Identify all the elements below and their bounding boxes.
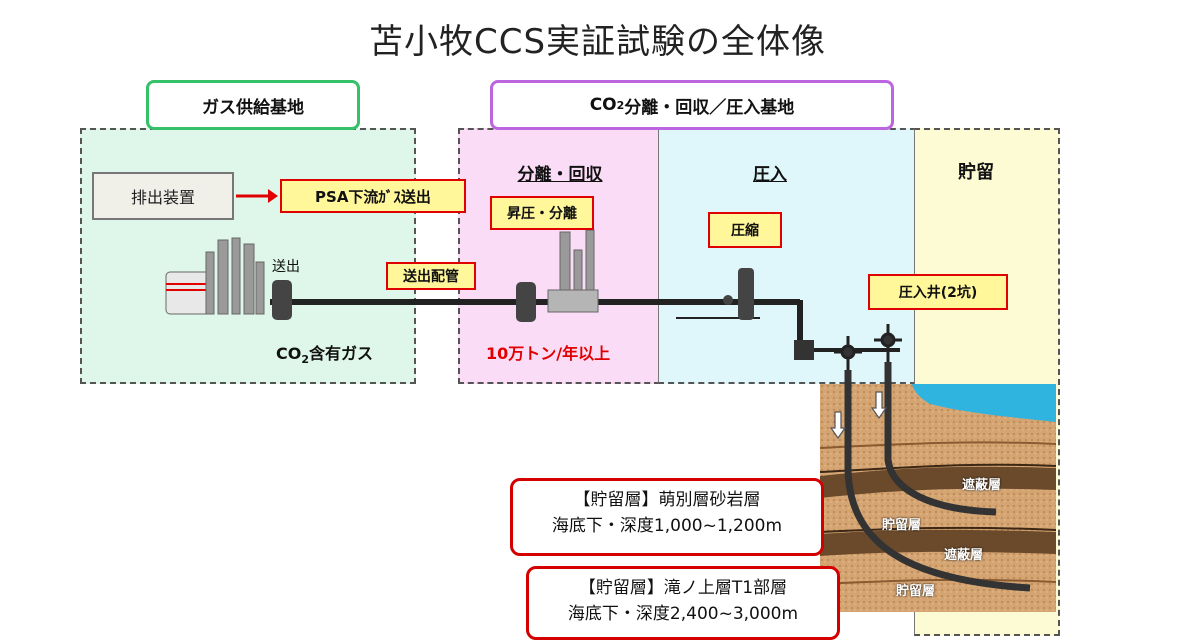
injection-wells-tag: 圧入井(2坑) — [868, 274, 1008, 310]
reservoir-1-name: 【貯留層】萌別層砂岩層 — [573, 490, 761, 510]
separation-zone — [458, 128, 660, 384]
reservoir-callout-2: 【貯留層】滝ノ上層T1部層 海底下・深度2,400~3,000m — [526, 566, 840, 640]
reservoir-2-depth: 海底下・深度2,400~3,000m — [567, 604, 799, 624]
pipeline-tag: 送出配管 — [386, 262, 476, 290]
storage-title: 貯留 — [958, 162, 994, 183]
reservoir-2-name: 【貯留層】滝ノ上層T1部層 — [578, 578, 788, 598]
psa-tag: PSA下流ｶﾞｽ送出 — [280, 179, 466, 213]
injection-title: 圧入 — [753, 165, 787, 185]
seal-layer-2-label: 遮蔽層 — [944, 548, 984, 563]
co2-gas-label: CO2含有ガス — [276, 344, 374, 367]
injection-zone — [658, 128, 916, 384]
geology-illustration — [820, 384, 1056, 612]
separation-title: 分離・回収 — [517, 165, 603, 185]
capacity-label: 10万トン/年以上 — [486, 344, 611, 363]
gas-plant — [165, 237, 265, 315]
send-out-label: 送出 — [272, 259, 300, 275]
page-title: 苫小牧CCS実証試験の全体像 — [368, 22, 827, 62]
reservoir-layer-2-label: 貯留層 — [896, 584, 936, 599]
arrow-icon — [236, 189, 278, 203]
boost-separation-tag: 昇圧・分離 — [490, 196, 594, 230]
reservoir-layer-1-label: 貯留層 — [882, 518, 922, 533]
seal-layer-1-label: 遮蔽層 — [962, 478, 1002, 493]
wellhead-1 — [834, 336, 862, 370]
reservoir-1-depth: 海底下・深度1,000~1,200m — [551, 516, 783, 536]
wellhead-2 — [874, 324, 902, 362]
gas-supply-header: ガス供給基地 — [146, 80, 360, 130]
compression-tag: 圧縮 — [708, 212, 782, 248]
exhaust-device-box: 排出装置 — [92, 172, 234, 220]
reservoir-callout-1: 【貯留層】萌別層砂岩層 海底下・深度1,000~1,200m — [510, 478, 824, 556]
